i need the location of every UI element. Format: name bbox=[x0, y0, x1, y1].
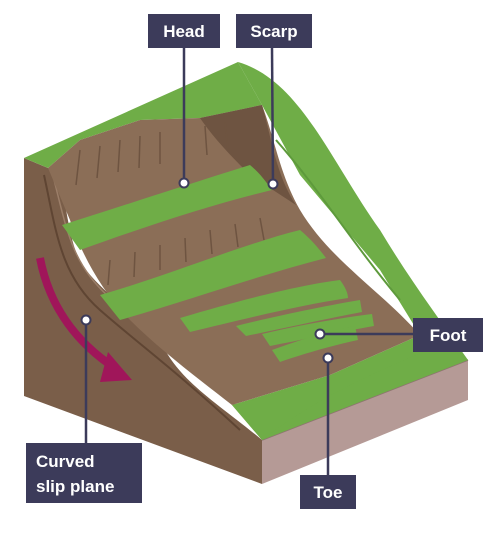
grass-strip-lower-1 bbox=[180, 280, 348, 332]
scarp-marker-dot bbox=[267, 178, 279, 190]
grass-step-head bbox=[62, 165, 272, 250]
slip-plane-marker-dot bbox=[80, 314, 92, 326]
grass-strip-lower-2 bbox=[236, 300, 362, 336]
slip-plane-label-line1: Curved bbox=[36, 452, 95, 471]
toe-marker-dot bbox=[322, 352, 334, 364]
scarp-label-box bbox=[236, 14, 312, 48]
hillside-ridge-line bbox=[275, 139, 401, 301]
slip-plane-label-line2: slip plane bbox=[36, 477, 114, 496]
head-label: Head bbox=[163, 22, 205, 41]
slip-plane-label-box bbox=[26, 443, 142, 503]
head-label-box bbox=[148, 14, 220, 48]
grass-plateau-top bbox=[24, 62, 262, 168]
foot-label: Foot bbox=[430, 326, 467, 345]
toe-label: Toe bbox=[314, 483, 343, 502]
grass-band-toe bbox=[232, 335, 440, 440]
scarp-leader-line bbox=[270, 47, 275, 185]
scarp-label: Scarp bbox=[250, 22, 297, 41]
grass-step-middle bbox=[100, 230, 326, 320]
soil-cross-section bbox=[24, 158, 262, 484]
foot-label-box bbox=[413, 318, 483, 352]
toe-label-box bbox=[300, 475, 356, 509]
head-marker-dot bbox=[178, 177, 190, 189]
soil-hatch-marks bbox=[75, 121, 265, 286]
slip-plane-curve-outer bbox=[43, 174, 241, 431]
foot-marker-dot bbox=[314, 328, 326, 340]
slip-direction-arrow-head bbox=[100, 352, 132, 382]
slip-direction-arrow-shaft bbox=[36, 257, 118, 372]
rock-base-right-face bbox=[262, 360, 468, 484]
